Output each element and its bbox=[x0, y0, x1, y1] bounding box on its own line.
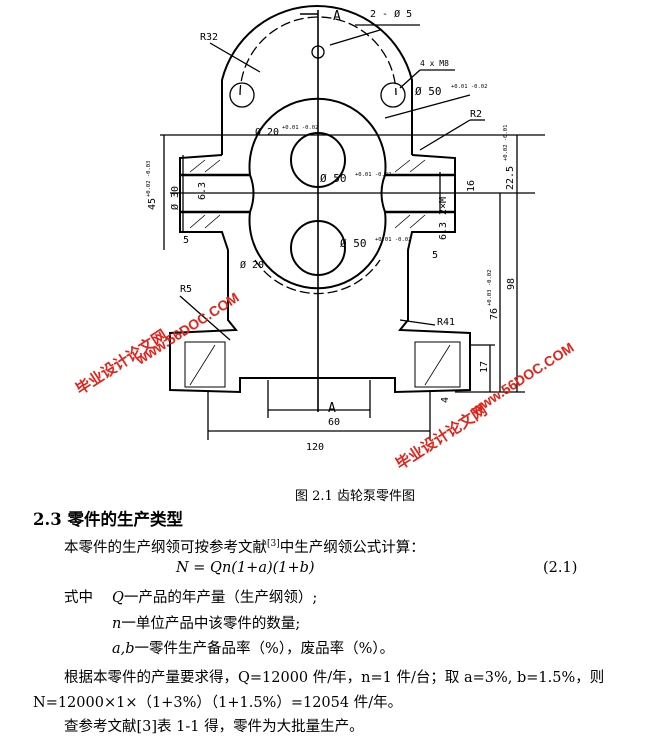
r5-label: R5 bbox=[180, 284, 192, 295]
housing-outline bbox=[221, 5, 413, 155]
d50-low-label: Ø 50 bbox=[340, 237, 367, 250]
dim-60-label: 60 bbox=[328, 417, 340, 428]
watermark-right-cn: 毕业设计论文网 bbox=[392, 401, 490, 473]
section-label-top: A bbox=[333, 9, 341, 24]
symbol-n: n bbox=[112, 616, 122, 632]
watermark-left-cn: 毕业设计论文网 bbox=[72, 326, 170, 398]
d30-label: Ø 30 bbox=[169, 186, 181, 210]
dim-22-5-tolerance: +0.02 -0.01 bbox=[503, 125, 509, 161]
figure-caption: 图 2.1 齿轮泵零件图 bbox=[295, 489, 415, 504]
r32-label: R32 bbox=[200, 32, 218, 43]
definition-q: Q一产品的年产量（生产纲领）; bbox=[112, 586, 317, 607]
formula: N = Qn(1+a)(1+b) bbox=[176, 560, 315, 576]
dim-5-left-label: 5 bbox=[183, 235, 189, 246]
r41-label: R41 bbox=[437, 317, 455, 328]
intro-text: 本零件的生产纲领可按参考文献 bbox=[64, 540, 267, 556]
dim-45-label: 45 bbox=[147, 198, 158, 210]
watermark: 毕业设计论文网 www.56DOC.COM www.56DOC.COM 毕业设计… bbox=[72, 289, 576, 473]
definition-ab: a,b一零件生产备品率（%），废品率（%）。 bbox=[112, 637, 394, 658]
d50-top-label: Ø 50 bbox=[415, 85, 442, 98]
definition-ab-text: 一零件生产备品率（%），废品率（%）。 bbox=[134, 641, 395, 657]
d20-label: Ø 20 bbox=[255, 126, 279, 138]
dim-4-label: 4 bbox=[440, 397, 451, 403]
d20-tolerance: +0.01 -0.02 bbox=[282, 125, 318, 131]
d50-mid-label: Ø 50 bbox=[320, 172, 347, 185]
calculation-line-2: N=12000×1×（1+3%）（1+1.5%）=12054 件/年。 bbox=[33, 695, 403, 711]
dim-76-tolerance: +0.03 -0.02 bbox=[487, 270, 493, 306]
section-heading: 2.3 零件的生产类型 bbox=[33, 510, 183, 529]
reference-superscript: [3] bbox=[267, 539, 280, 550]
r2-label: R2 bbox=[470, 109, 482, 120]
dim-17-label: 17 bbox=[479, 361, 490, 373]
formula-number: (2.1) bbox=[543, 560, 578, 576]
definition-n: n一单位产品中该零件的数量; bbox=[112, 612, 300, 633]
intro-paragraph: 本零件的生产纲领可按参考文献[3]中生产纲领公式计算： bbox=[64, 536, 425, 557]
dim-5-right-label: 5 bbox=[432, 250, 438, 261]
d50-top-tolerance: +0.01 -0.02 bbox=[451, 84, 487, 90]
section-label-bottom: A bbox=[328, 401, 336, 416]
symbol-q: Q bbox=[112, 590, 124, 606]
dim-120-label: 120 bbox=[306, 442, 324, 453]
dim-76-label: 76 bbox=[489, 308, 500, 320]
dim-45-tolerance: +0.02 -0.03 bbox=[146, 161, 152, 197]
threads-label: 4 x M8 bbox=[420, 59, 449, 68]
dim-22-5-label: 22.5 bbox=[505, 166, 516, 190]
definition-n-text: 一单位产品中该零件的数量; bbox=[121, 616, 301, 632]
roughness-right-label: 6.3 bbox=[438, 222, 449, 240]
conclusion: 查参考文献[3]表 1-1 得，零件为大批量生产。 bbox=[64, 719, 364, 735]
dim-16-label: 16 bbox=[466, 180, 477, 192]
dim-98-label: 98 bbox=[506, 278, 517, 290]
d20-low-label: Ø 20 bbox=[240, 259, 264, 271]
d50-low-tolerance: +0.01 -0.02 bbox=[375, 237, 411, 243]
calculation-line-1: 根据本零件的产量要求得，Q=12000 件/年，n=1 件/台；取 a=3%, … bbox=[64, 670, 605, 686]
d50-mid-tolerance: +0.01 -0.02 bbox=[355, 172, 391, 178]
symbol-ab: a,b bbox=[112, 641, 135, 657]
intro-text-end: 中生产纲领公式计算： bbox=[279, 540, 425, 556]
thread-2xm-label: 2×M bbox=[438, 197, 449, 215]
where-label: 式中 bbox=[64, 590, 93, 606]
roughness-left-label: 6.3 bbox=[197, 182, 208, 200]
definition-q-text: 一产品的年产量（生产纲领）; bbox=[123, 590, 318, 606]
gear-pump-part-drawing: A 2 - Ø 5 R32 4 x M8 Ø 50 +0.01 -0.02 Ø … bbox=[72, 5, 577, 473]
holes-label: 2 - Ø 5 bbox=[370, 8, 412, 20]
